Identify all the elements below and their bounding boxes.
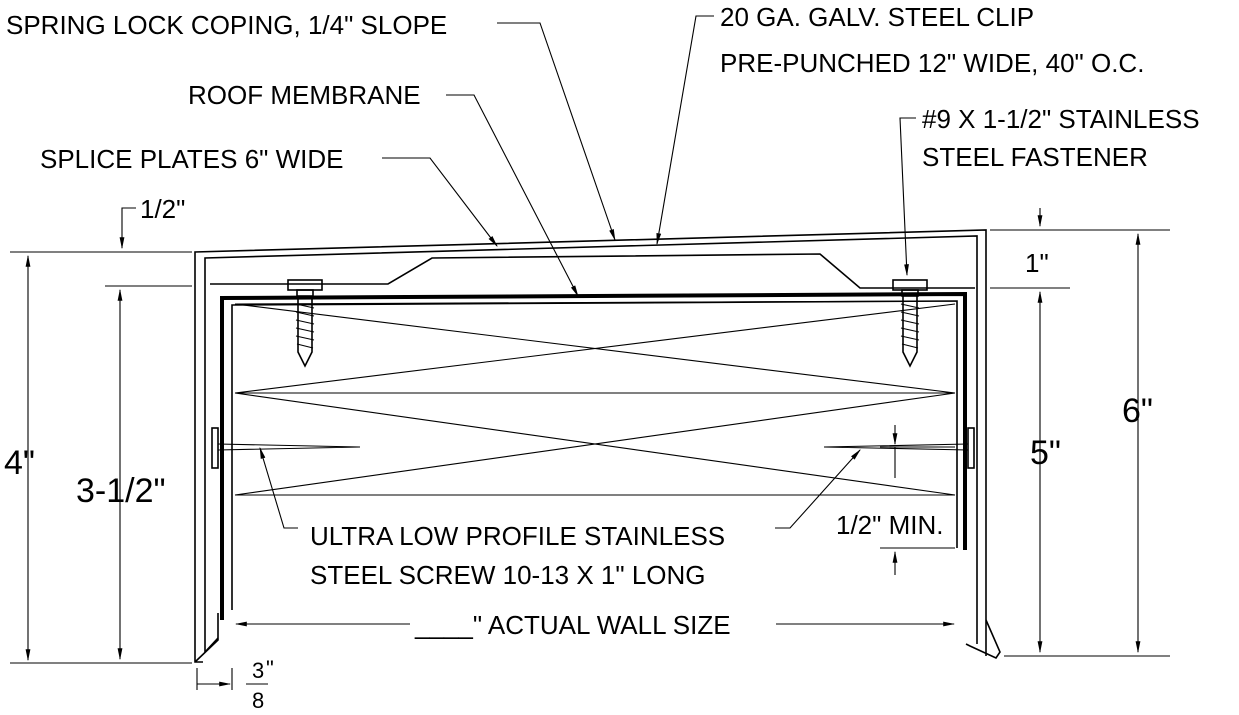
splice-plate	[210, 253, 975, 289]
dim-six-inch: 6"	[1122, 392, 1153, 430]
dim-half-min: 1/2" MIN.	[836, 510, 943, 540]
dim-four-inch: 4"	[4, 444, 35, 482]
coping-cap	[194, 229, 1001, 663]
dim-half-inch: 1/2"	[140, 194, 185, 224]
side-screw-left	[211, 427, 361, 469]
dim-frac-unit: "	[266, 656, 274, 681]
wall-size-label: ____" ACTUAL WALL SIZE	[414, 610, 731, 640]
dim-one-inch: 1"	[1025, 248, 1049, 278]
dim-five-inch: 5"	[1030, 434, 1061, 472]
dimension-lines	[10, 207, 1170, 690]
splice-label: SPLICE PLATES 6" WIDE	[40, 144, 344, 174]
dim-frac-denominator: 8	[252, 688, 264, 713]
screw-left	[287, 279, 323, 368]
screw-label-line1: ULTRA LOW PROFILE STAINLESS	[310, 521, 725, 551]
membrane-label: ROOF MEMBRANE	[188, 80, 421, 110]
coping-label: SPRING LOCK COPING, 1/4" SLOPE	[6, 10, 447, 40]
steel-clip	[220, 291, 967, 620]
clip-label-line1: 20 GA. GALV. STEEL CLIP	[720, 2, 1034, 32]
fastener-label-line1: #9 X 1-1/2" STAINLESS	[922, 104, 1200, 134]
screw-right	[892, 279, 928, 368]
dim-three-half: 3-1/2"	[76, 472, 166, 510]
side-screw-right	[823, 427, 975, 469]
screw-label-line2: STEEL SCREW 10-13 X 1" LONG	[310, 560, 706, 590]
clip-label-line2: PRE-PUNCHED 12" WIDE, 40" O.C.	[720, 48, 1144, 78]
dim-frac-numerator: 3	[252, 658, 264, 683]
wood-blocking	[234, 300, 956, 496]
fastener-label-line2: STEEL FASTENER	[922, 142, 1148, 172]
leaders	[259, 15, 916, 529]
